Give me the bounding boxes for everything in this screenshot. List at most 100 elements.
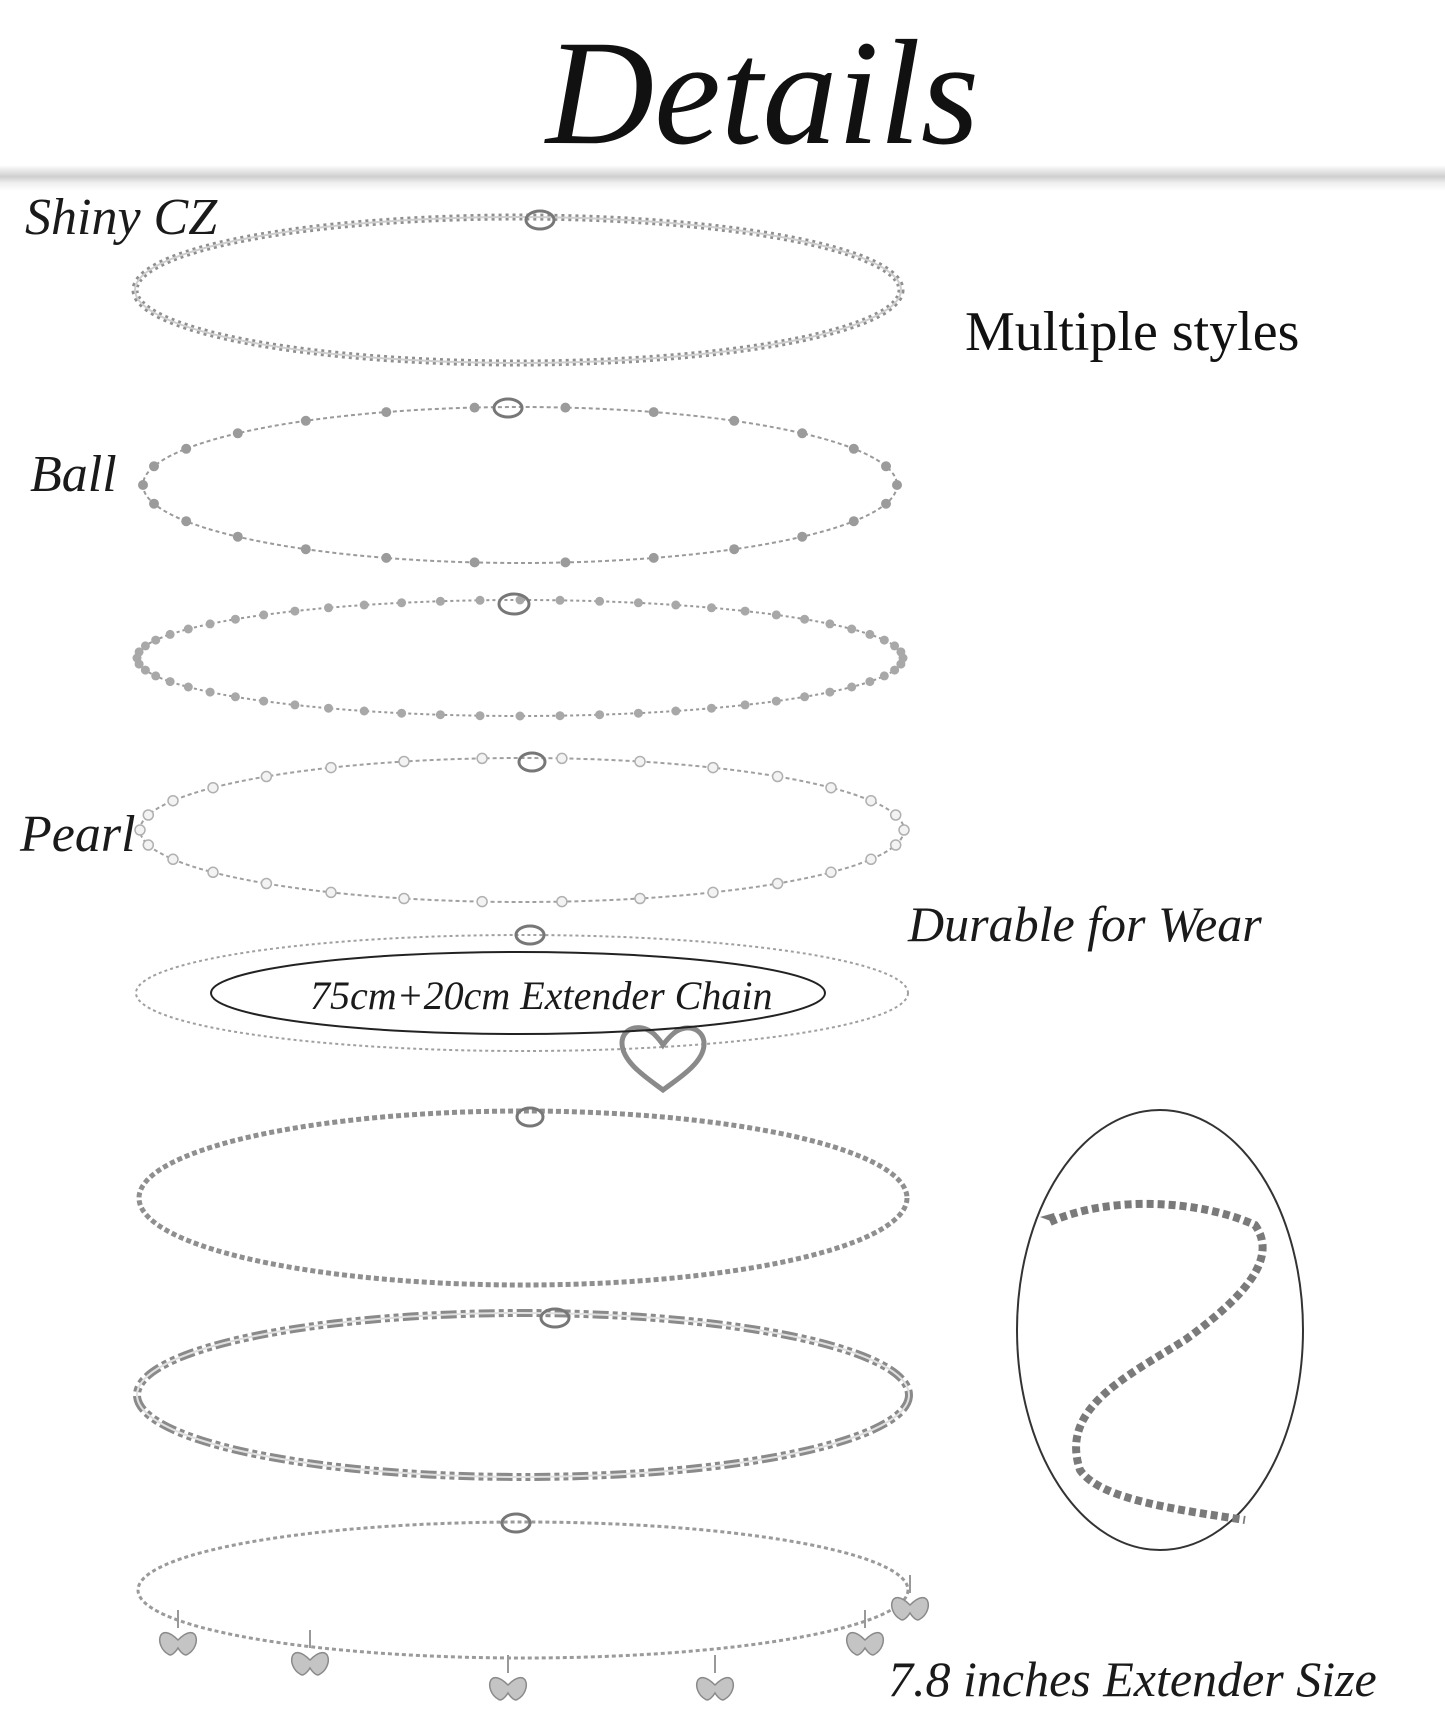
label-multiple-styles: Multiple styles <box>965 301 1300 363</box>
pearl-bead <box>865 853 877 866</box>
pearl-bead <box>207 781 219 794</box>
disc-bead <box>771 696 781 706</box>
disc-bead <box>896 659 906 669</box>
ball-bead <box>797 531 808 542</box>
disc-bead <box>435 710 445 720</box>
clasp-icon <box>517 751 547 773</box>
ball-bead <box>729 544 740 555</box>
disc-bead <box>359 600 369 610</box>
label-ball: Ball <box>30 446 117 503</box>
disc-bead <box>707 703 716 713</box>
heart-pendant-icon <box>619 1025 707 1094</box>
disc-bead <box>671 600 681 610</box>
disc-bead <box>290 606 300 616</box>
disc-bead <box>847 682 857 692</box>
ball-bead <box>892 480 902 490</box>
disc-bead <box>515 595 525 605</box>
necklace-shiny-cz <box>131 213 905 367</box>
disc-bead <box>397 598 407 608</box>
header-divider <box>0 165 1445 191</box>
butterfly-charm-icon <box>159 1610 197 1656</box>
pearl-bead <box>889 809 902 821</box>
clasp-icon <box>515 1106 545 1128</box>
necklace-pearl <box>139 757 905 903</box>
pearl-bead <box>142 839 155 851</box>
ball-bead <box>848 443 859 454</box>
ball-bead <box>560 402 571 413</box>
pearl-bead <box>865 794 877 807</box>
disc-bead <box>896 647 906 657</box>
label-extender-chain: 75cm+20cm Extender Chain <box>310 973 773 1018</box>
disc-bead <box>890 641 900 651</box>
pearl-bead <box>556 895 568 908</box>
ball-bead <box>797 428 808 439</box>
pearl-bead <box>134 824 146 836</box>
ball-bead <box>181 516 192 527</box>
disc-bead <box>151 671 161 681</box>
butterfly-charm-icon <box>489 1655 527 1701</box>
disc-bead <box>140 665 150 675</box>
pearl-bead <box>707 886 719 899</box>
disc-bead <box>259 610 269 620</box>
pearl-bead <box>476 752 488 765</box>
disc-bead <box>205 687 215 697</box>
disc-bead <box>183 624 193 634</box>
ball-bead <box>181 443 192 454</box>
label-durable: Durable for Wear <box>908 896 1262 952</box>
pearl-bead <box>398 755 410 768</box>
ball-bead <box>138 480 148 490</box>
disc-bead <box>800 692 810 702</box>
disc-bead <box>879 671 889 681</box>
pearl-bead <box>142 809 155 821</box>
disc-bead <box>671 706 681 716</box>
pearl-bead <box>398 892 410 905</box>
pearl-bead <box>707 761 719 774</box>
disc-bead <box>800 614 810 624</box>
disc-bead <box>555 595 565 605</box>
disc-bead <box>151 635 161 645</box>
pearl-bead <box>260 877 273 890</box>
disc-bead <box>890 665 900 675</box>
disc-bead <box>140 641 150 651</box>
extender-chain-icon <box>1048 1199 1267 1524</box>
ball-bead <box>381 552 392 563</box>
page-title: Details <box>545 10 980 176</box>
clasp-icon <box>500 1512 532 1534</box>
disc-bead <box>324 603 333 613</box>
extender-chain-callout <box>210 951 826 1035</box>
clasp-icon <box>524 209 556 231</box>
disc-bead <box>707 603 716 613</box>
clasp-icon <box>539 1307 571 1329</box>
disc-bead <box>397 708 407 718</box>
ball-bead <box>149 461 159 472</box>
butterfly-charm-icon <box>846 1610 884 1656</box>
disc-bead <box>475 711 485 721</box>
ball-bead <box>881 498 891 509</box>
pearl-bead <box>556 752 568 765</box>
ball-bead <box>300 544 311 555</box>
butterfly-charm-icon <box>696 1655 734 1701</box>
ball-bead <box>300 415 311 426</box>
ball-bead <box>469 402 480 413</box>
pearl-bead <box>476 895 488 908</box>
disc-bead <box>290 700 300 710</box>
disc-bead <box>230 614 240 624</box>
necklace-heart <box>135 934 909 1052</box>
necklace-butterfly <box>136 1520 910 1660</box>
disc-bead <box>879 635 889 645</box>
ball-bead <box>149 498 159 509</box>
disc-bead <box>865 677 875 687</box>
disc-bead <box>740 606 750 616</box>
pearl-bead <box>889 839 902 851</box>
extender-detail-oval <box>1016 1109 1304 1551</box>
disc-bead <box>595 596 605 606</box>
pearl-bead <box>634 755 646 768</box>
pearl-bead <box>898 824 910 836</box>
pearl-bead <box>167 794 179 807</box>
pearl-bead <box>771 770 784 783</box>
butterfly-charm-icon <box>891 1575 929 1621</box>
disc-bead <box>324 703 333 713</box>
label-pearl: Pearl <box>20 806 136 863</box>
disc-bead <box>595 710 605 720</box>
